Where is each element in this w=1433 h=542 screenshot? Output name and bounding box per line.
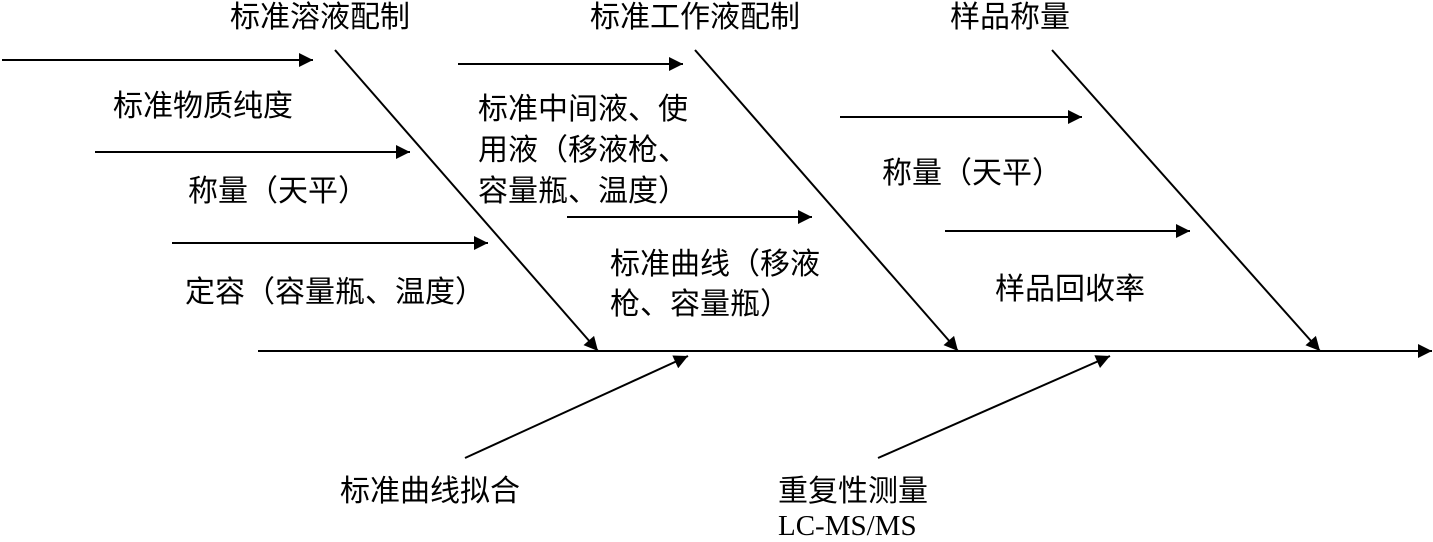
category-title-repeatability: 重复性测量 (778, 474, 928, 509)
category-title-standard-curve-fitting: 标准曲线拟合 (340, 474, 520, 509)
cause-volume-flask-temperature: 定容（容量瓶、温度） (185, 275, 485, 310)
cause-intermediate-working-solution: 标准中间液、使用液（移液枪、容量瓶、温度） (478, 92, 688, 209)
bone-standard-solution-prep (334, 49, 599, 352)
category-subtitle-lc-ms-ms: LC-MS/MS (778, 510, 917, 542)
bone-repeatability (877, 355, 1111, 459)
cause-weighing-balance-2: 称量（天平） (882, 156, 1062, 191)
bone-standard-working-solution-prep (694, 49, 959, 352)
category-title-sample-weighing: 样品称量 (950, 0, 1070, 35)
cause-standard-curve-pipette-flask: 标准曲线（移液枪、容量瓶） (610, 247, 820, 322)
cause-sample-recovery: 样品回收率 (995, 272, 1145, 307)
category-title-standard-solution-prep: 标准溶液配制 (230, 0, 410, 35)
cause-standard-purity: 标准物质纯度 (113, 89, 293, 124)
category-title-standard-working-solution-prep: 标准工作液配制 (590, 0, 800, 35)
bone-standard-curve-fitting (464, 355, 689, 459)
bone-sample-weighing (1051, 49, 1321, 352)
cause-weighing-balance-1: 称量（天平） (188, 174, 368, 209)
